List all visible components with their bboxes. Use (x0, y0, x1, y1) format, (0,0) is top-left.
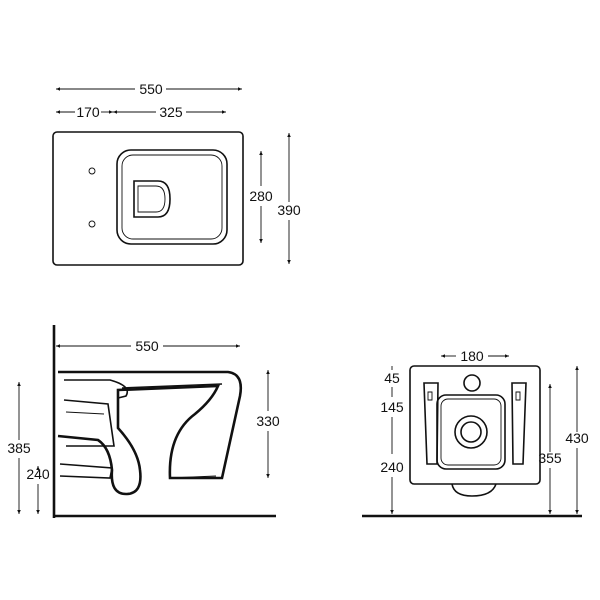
dimension-side-overall-length: 550 (56, 338, 240, 354)
side-view: 550 330 385 240 (7, 325, 280, 518)
top-view: 550 170 325 280 390 (52, 81, 301, 266)
dim-label: 430 (565, 430, 589, 446)
dimension-top-overall-width: 390 (277, 133, 301, 264)
dimension-side-bowl-height: 330 (256, 370, 280, 478)
outlet-ring-icon (454, 415, 488, 449)
seat-outline (116, 149, 228, 245)
fixing-block-line (65, 411, 105, 415)
front-view-outline (409, 365, 541, 485)
bowl-opening-inner (137, 185, 166, 213)
dim-label: 550 (139, 81, 163, 97)
outlet-hole-icon (460, 421, 482, 443)
right-fixing-slot (511, 382, 527, 465)
dim-label: 355 (538, 450, 562, 466)
front-view: 180 45 145 240 355 430 (362, 348, 589, 518)
dimension-front-top-offset: 45 (384, 366, 400, 386)
left-slot-detail (427, 391, 433, 401)
outlet-pipe (59, 463, 113, 479)
fixing-hole-icon (88, 167, 96, 175)
top-fixing-hole-icon (463, 374, 481, 392)
dim-label: 45 (384, 370, 400, 386)
top-view-outline (52, 131, 244, 266)
dimension-front-outlet-height: 240 (380, 459, 404, 514)
dimension-side-top-height: 385 (7, 382, 31, 514)
dim-label: 240 (380, 459, 404, 475)
dimension-top-fixing-offset: 170 (56, 104, 113, 120)
dimension-top-seat-width: 280 (249, 151, 273, 243)
dimension-top-seat-length: 325 (113, 104, 226, 120)
dimension-front-top-height: 430 (565, 366, 589, 514)
seat-outline (436, 394, 506, 470)
seat-inner-outline (121, 154, 223, 240)
bowl-bottom-curve (451, 483, 497, 497)
dim-label: 240 (26, 466, 50, 482)
fixing-block (63, 399, 115, 447)
dim-label: 550 (135, 338, 159, 354)
dim-label: 170 (76, 104, 100, 120)
right-slot-detail (515, 391, 521, 401)
bowl-opening (133, 180, 171, 218)
dim-label: 330 (256, 413, 280, 429)
dim-label: 390 (277, 202, 301, 218)
dim-label: 280 (249, 188, 273, 204)
dimension-top-overall-length: 550 (56, 81, 242, 97)
dimension-front-bowl-bottom-height: 355 (538, 384, 562, 514)
base-line (169, 475, 217, 479)
dim-label: 385 (7, 440, 31, 456)
dim-label: 180 (460, 348, 484, 364)
dimension-front-fixing-height: 145 (380, 387, 404, 454)
seat-inner-outline (440, 398, 502, 466)
dimension-front-fixing-spacing: 180 (441, 348, 509, 364)
dim-label: 325 (159, 104, 183, 120)
dimension-side-outlet-height: 240 (26, 466, 50, 514)
fixing-hole-icon (88, 220, 96, 228)
dim-label: 145 (380, 399, 404, 415)
left-fixing-slot (423, 382, 439, 465)
bowl-rim-line (121, 383, 223, 389)
bowl-rim-inner (64, 379, 129, 399)
